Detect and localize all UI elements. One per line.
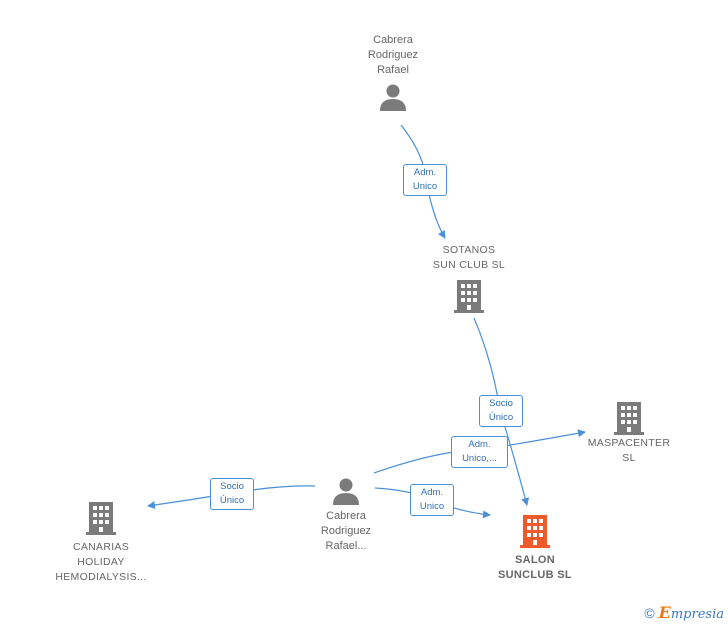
node-person-cabrera-mid[interactable]: Cabrera Rodriguez Rafael... bbox=[303, 476, 389, 554]
building-icon bbox=[86, 502, 116, 535]
node-person-cabrera-top[interactable]: Cabrera Rodriguez Rafael bbox=[352, 33, 434, 112]
edge-label-adm-unico-etc[interactable]: Adm. Unico,... bbox=[451, 436, 508, 468]
empresia-logo[interactable]: Empresia bbox=[658, 603, 724, 622]
edge-label-socio-unico-right[interactable]: Socio Único bbox=[479, 395, 523, 427]
person-icon bbox=[333, 478, 359, 505]
person-icon bbox=[380, 84, 406, 111]
node-company-canarias[interactable]: CANARIAS HOLIDAY HEMODIALYSIS... bbox=[44, 500, 158, 585]
node-label: Cabrera Rodriguez Rafael... bbox=[320, 510, 372, 552]
building-icon bbox=[614, 402, 644, 435]
node-label: SOTANOS SUN CLUB SL bbox=[432, 244, 506, 271]
building-icon bbox=[454, 280, 484, 313]
edge-label-adm-unico-top[interactable]: Adm. Unico bbox=[403, 164, 447, 196]
node-label: MASPACENTER SL bbox=[587, 437, 671, 464]
building-icon-highlight bbox=[520, 515, 550, 548]
edge-label-socio-unico-left[interactable]: Socio Único bbox=[210, 478, 254, 510]
footer-brand: © Empresia bbox=[644, 603, 724, 622]
node-label: CANARIAS HOLIDAY HEMODIALYSIS... bbox=[55, 541, 147, 583]
node-label: SALON SUNCLUB SL bbox=[498, 554, 572, 581]
edge-label-adm-unico-bottom[interactable]: Adm. Unico bbox=[410, 484, 454, 516]
node-label: Cabrera Rodriguez Rafael bbox=[367, 34, 419, 76]
node-company-salon-highlight[interactable]: SALON SUNCLUB SL bbox=[484, 513, 586, 583]
node-company-sotanos[interactable]: SOTANOS SUN CLUB SL bbox=[419, 243, 519, 314]
node-company-maspacenter[interactable]: MASPACENTER SL bbox=[576, 400, 682, 466]
copyright-symbol: © bbox=[644, 604, 655, 621]
